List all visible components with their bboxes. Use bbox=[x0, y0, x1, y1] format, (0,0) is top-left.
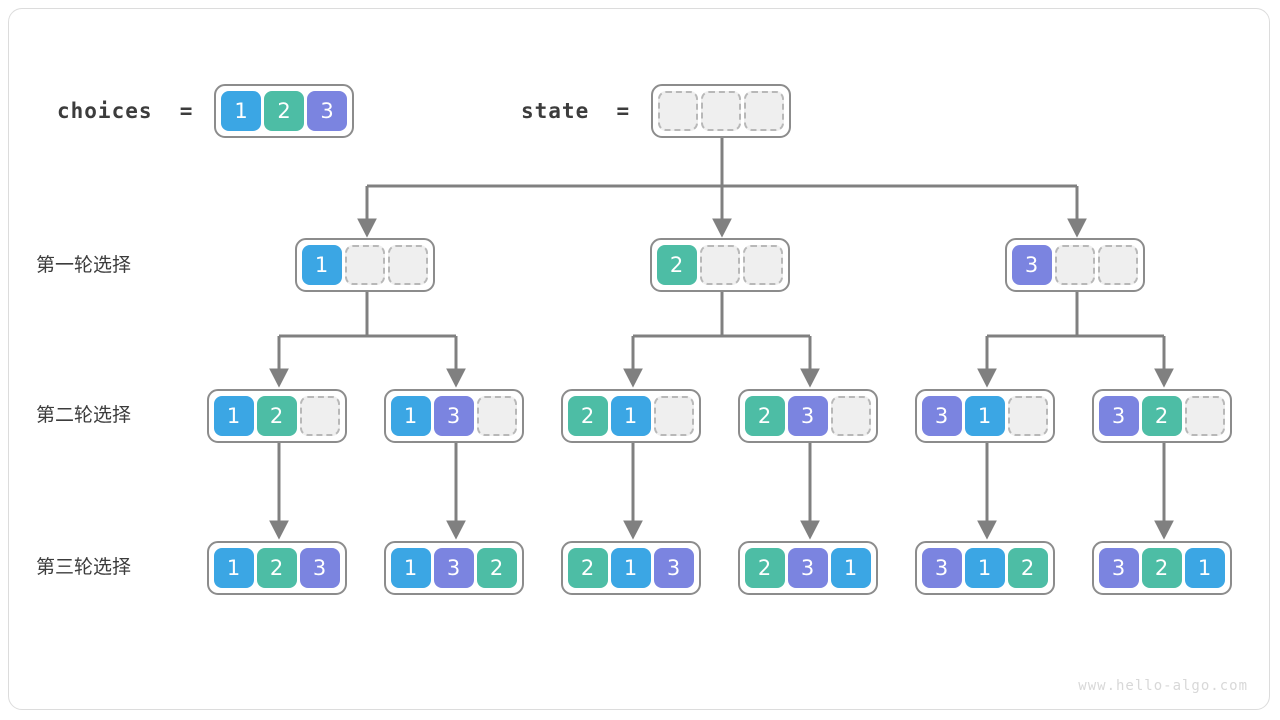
cell-value-2: 2 bbox=[1141, 396, 1182, 436]
cell-value-2: 2 bbox=[256, 396, 297, 436]
cell-value-1: 1 bbox=[830, 548, 871, 588]
cell-value-3: 3 bbox=[299, 548, 340, 588]
cell-value-1: 1 bbox=[301, 245, 342, 285]
cell-value-2: 2 bbox=[744, 548, 785, 588]
cell-empty bbox=[701, 91, 741, 131]
cell-empty bbox=[387, 245, 428, 285]
cell-empty bbox=[699, 245, 740, 285]
cell-value-1: 1 bbox=[213, 548, 254, 588]
state-array bbox=[651, 84, 791, 138]
state-label: state = bbox=[521, 99, 631, 123]
choices-label: choices = bbox=[57, 99, 194, 123]
row-label-round-2: 第二轮选择 bbox=[36, 404, 132, 426]
row-label-round-3: 第三轮选择 bbox=[36, 556, 132, 578]
cell-empty bbox=[653, 396, 694, 436]
cell-value-1: 1 bbox=[213, 396, 254, 436]
cell-value-1: 1 bbox=[610, 396, 651, 436]
cell-value-2: 2 bbox=[656, 245, 697, 285]
cell-value-3: 3 bbox=[1098, 548, 1139, 588]
cell-value-3: 3 bbox=[1011, 245, 1052, 285]
cell-value-3: 3 bbox=[921, 396, 962, 436]
cell-value-2: 2 bbox=[567, 396, 608, 436]
cell-value-3: 3 bbox=[433, 396, 474, 436]
cell-value-3: 3 bbox=[921, 548, 962, 588]
cell-value-3: 3 bbox=[433, 548, 474, 588]
cell-value-2: 2 bbox=[1007, 548, 1048, 588]
cell-value-2: 2 bbox=[256, 548, 297, 588]
cell-value-1: 1 bbox=[964, 548, 1005, 588]
cell-value-3: 3 bbox=[787, 548, 828, 588]
cell-value-1: 1 bbox=[390, 548, 431, 588]
cell-value-1: 1 bbox=[221, 91, 261, 131]
cell-value-1: 1 bbox=[610, 548, 651, 588]
cell-empty bbox=[1054, 245, 1095, 285]
cell-value-1: 1 bbox=[964, 396, 1005, 436]
state-array-node-3: 3 bbox=[1004, 238, 1145, 292]
cell-value-1: 1 bbox=[390, 396, 431, 436]
cell-value-3: 3 bbox=[653, 548, 694, 588]
cell-value-2: 2 bbox=[744, 396, 785, 436]
cell-value-2: 2 bbox=[1141, 548, 1182, 588]
cell-empty bbox=[476, 396, 517, 436]
cell-value-2: 2 bbox=[476, 548, 517, 588]
cell-empty bbox=[1097, 245, 1138, 285]
cell-empty bbox=[742, 245, 783, 285]
cell-value-2: 2 bbox=[567, 548, 608, 588]
cell-empty bbox=[658, 91, 698, 131]
row-label-round-1: 第一轮选择 bbox=[36, 254, 132, 276]
cell-empty bbox=[299, 396, 340, 436]
state-array-node-1: 1 bbox=[294, 238, 435, 292]
cell-empty bbox=[1007, 396, 1048, 436]
cell-value-1: 1 bbox=[1184, 548, 1225, 588]
cell-empty bbox=[1184, 396, 1225, 436]
cell-value-3: 3 bbox=[307, 91, 347, 131]
cell-value-3: 3 bbox=[787, 396, 828, 436]
cell-empty bbox=[344, 245, 385, 285]
state-array-node-2: 2 bbox=[649, 238, 790, 292]
cell-empty bbox=[830, 396, 871, 436]
cell-empty bbox=[744, 91, 784, 131]
cell-value-2: 2 bbox=[264, 91, 304, 131]
cell-value-3: 3 bbox=[1098, 396, 1139, 436]
watermark: www.hello-algo.com bbox=[1078, 678, 1248, 694]
